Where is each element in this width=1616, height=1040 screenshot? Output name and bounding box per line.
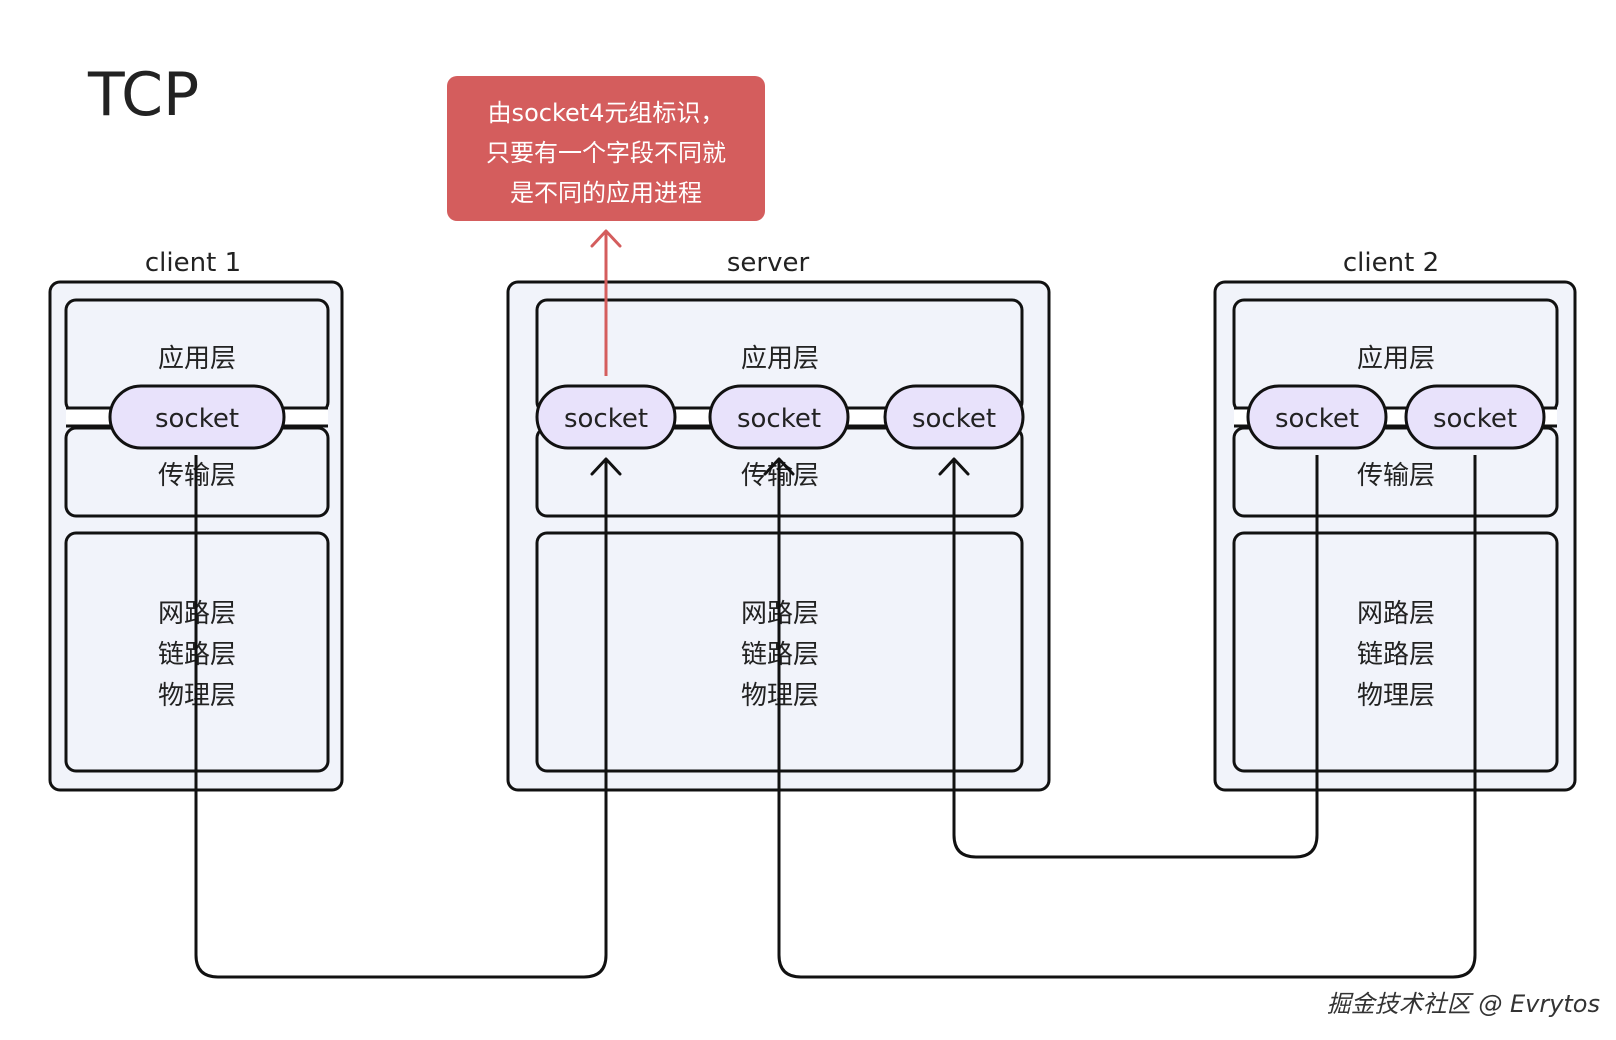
client2-socket-1[interactable]: [1246, 384, 1388, 450]
server-socket-1-label: socket: [564, 404, 648, 434]
arrowhead-server-socket-1: [590, 457, 622, 476]
server-label: server: [727, 248, 810, 278]
note-arrowhead: [590, 229, 622, 248]
arrowhead-server-socket-2: [763, 457, 795, 476]
server-socket-3[interactable]: [883, 384, 1025, 450]
watermark: 掘金技术社区 @ Evrytos: [1327, 990, 1600, 1018]
client2-transport-label: 传输层: [1357, 461, 1435, 491]
server-socket-2[interactable]: [708, 384, 850, 450]
server-app-label: 应用层: [741, 344, 819, 374]
note-line-2: 只要有一个字段不同就: [486, 139, 726, 167]
note-line-3: 是不同的应用进程: [510, 179, 702, 207]
client2-socket-2[interactable]: [1404, 384, 1546, 450]
client2-socket-1-label: socket: [1275, 404, 1359, 434]
note-callout: 由socket4元组标识， 只要有一个字段不同就 是不同的应用进程: [447, 76, 765, 221]
server-socket-2-label: socket: [737, 404, 821, 434]
client1-socket[interactable]: [108, 384, 286, 450]
server-socket-3-label: socket: [912, 404, 996, 434]
arrowhead-server-socket-3: [938, 457, 970, 476]
client1-app-label: 应用层: [158, 344, 236, 374]
client2-socket-2-label: socket: [1433, 404, 1517, 434]
connection-client1-server: [194, 455, 608, 979]
client2-physical-label: 物理层: [1357, 681, 1435, 711]
client2-host: 应用层 传输层 网路层 链路层 物理层 socket socket: [1213, 280, 1577, 792]
note-line-1: 由socket4元组标识，: [488, 99, 725, 127]
client2-label: client 2: [1343, 248, 1439, 278]
diagram-title: TCP: [87, 60, 199, 130]
client1-socket-label: socket: [155, 404, 239, 434]
client2-app-label: 应用层: [1357, 344, 1435, 374]
connection-client2-socket1-server: [952, 455, 1319, 859]
note-box: [447, 76, 765, 221]
server-socket-1[interactable]: [535, 384, 677, 450]
client2-network-label: 网路层: [1357, 599, 1435, 629]
client2-link-label: 链路层: [1357, 640, 1435, 670]
client1-label: client 1: [145, 248, 241, 278]
connection-client2-socket2-server: [777, 455, 1477, 979]
